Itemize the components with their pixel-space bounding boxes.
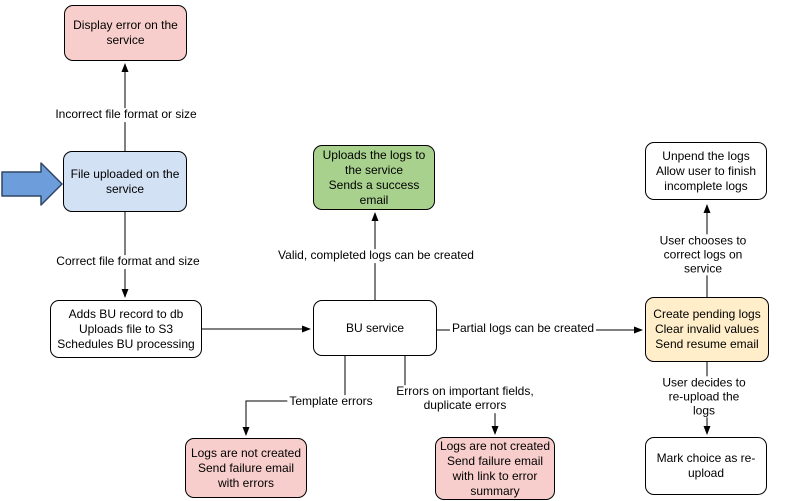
edge-label-incorrect-format: Incorrect file format or size bbox=[53, 107, 199, 122]
node-process-upload[interactable]: Adds BU record to db Uploads file to S3 … bbox=[50, 300, 202, 358]
node-display-error[interactable]: Display error on the service bbox=[64, 5, 187, 61]
edge-label-partial-logs: Partial logs can be created bbox=[449, 321, 597, 336]
edge-label-user-chooses: User chooses to correct logs on service bbox=[654, 233, 752, 276]
node-failure-summary[interactable]: Logs are not created Send failure email … bbox=[435, 437, 555, 500]
node-bu-service[interactable]: BU service bbox=[313, 300, 437, 356]
node-upload-success[interactable]: Uploads the logs to the service Sends a … bbox=[313, 145, 435, 210]
edge-label-user-decides: User decides to re-upload the logs bbox=[655, 375, 753, 418]
node-unpend-logs[interactable]: Unpend the logs Allow user to finish inc… bbox=[645, 142, 767, 200]
node-create-pending[interactable]: Create pending logs Clear invalid values… bbox=[645, 297, 769, 362]
edge-label-template-errors: Template errors bbox=[287, 394, 375, 409]
node-failure-errors[interactable]: Logs are not created Send failure email … bbox=[185, 438, 307, 498]
edge-label-important-fields: Errors on important fields, duplicate er… bbox=[394, 384, 536, 413]
node-mark-reupload[interactable]: Mark choice as re-upload bbox=[645, 437, 767, 495]
input-arrow-icon bbox=[1, 162, 63, 206]
edge-label-correct-format: Correct file format and size bbox=[54, 254, 202, 269]
node-file-uploaded[interactable]: File uploaded on the service bbox=[63, 151, 187, 212]
edge-label-valid-logs: Valid, completed logs can be created bbox=[276, 248, 476, 263]
